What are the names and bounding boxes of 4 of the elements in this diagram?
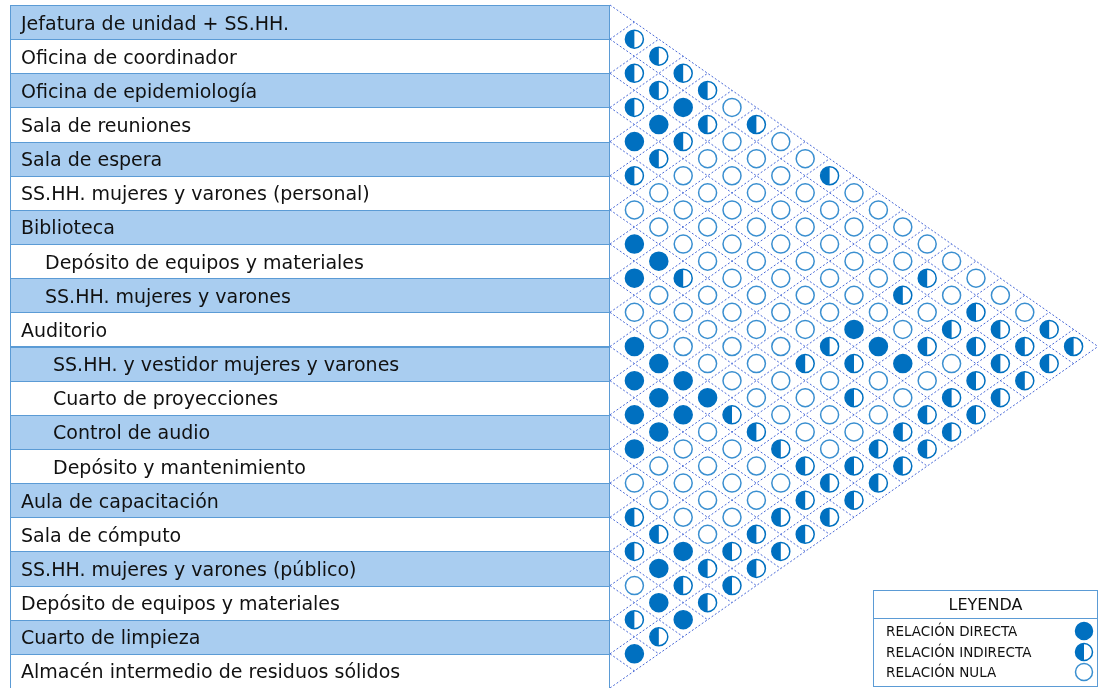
legend-text: RELACIÓN DIRECTA: [886, 623, 1018, 639]
legend-text: RELACIÓN NULA: [886, 664, 997, 680]
legend-text: RELACIÓN INDIRECTA: [886, 643, 1032, 660]
legend-title: LEYENDA: [948, 595, 1023, 614]
